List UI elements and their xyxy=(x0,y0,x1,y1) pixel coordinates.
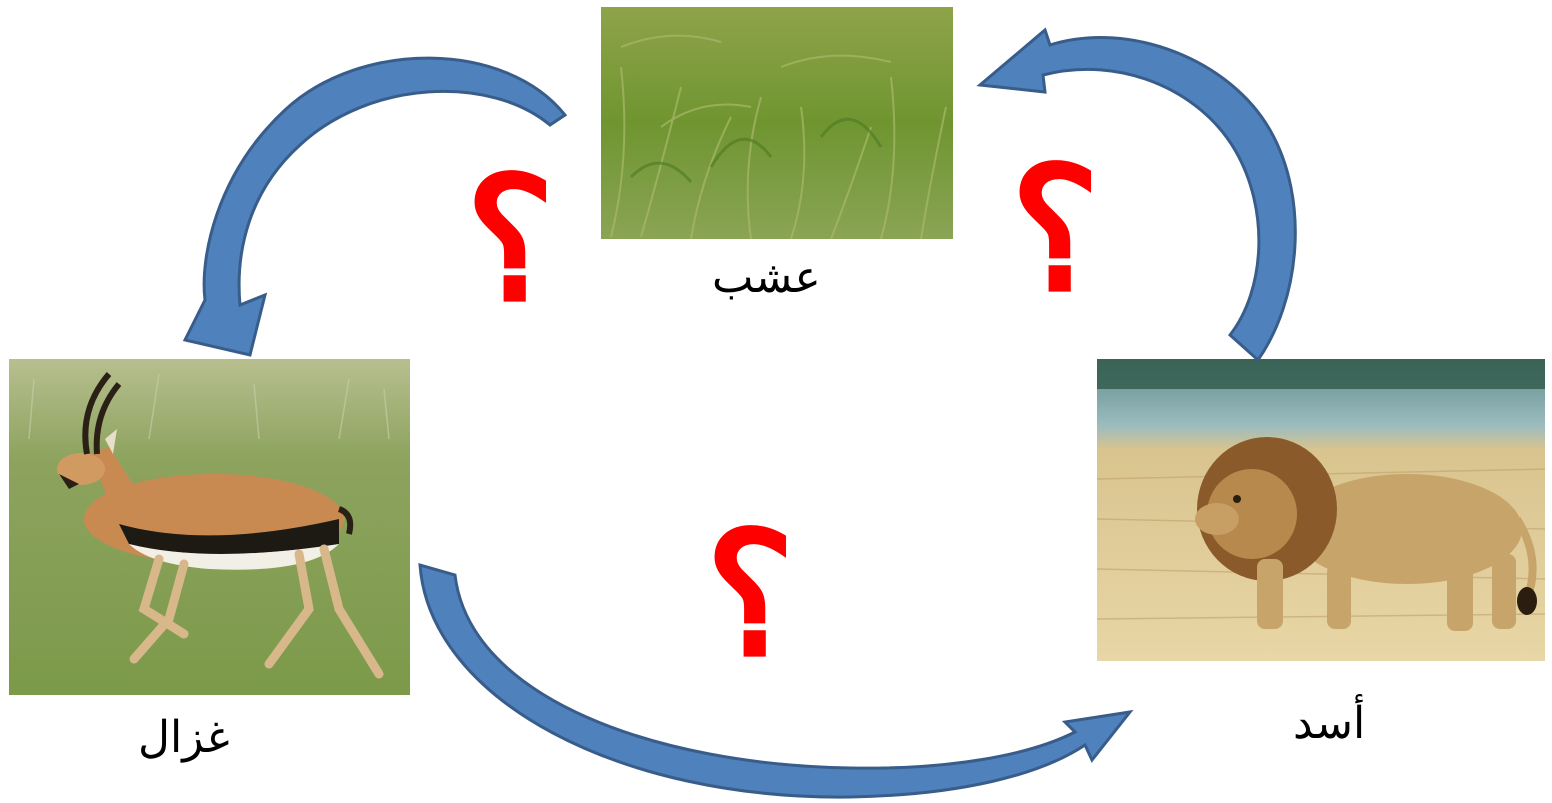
arrow-lion-to-grass xyxy=(976,27,1297,363)
question-mark-bottom: ؟ xyxy=(705,495,796,695)
question-mark-left: ؟ xyxy=(465,140,556,340)
arrow-gazelle-to-lion xyxy=(418,562,1134,799)
grass-image xyxy=(601,7,953,239)
arrow-grass-to-gazelle xyxy=(182,56,568,357)
lion-image xyxy=(1097,359,1545,661)
question-mark-right: ؟ xyxy=(1010,130,1101,330)
label-lion: أسد xyxy=(1293,698,1366,749)
label-grass: عشب xyxy=(712,252,821,303)
label-gazelle: غزال xyxy=(138,712,230,763)
gazelle-image xyxy=(9,359,410,695)
